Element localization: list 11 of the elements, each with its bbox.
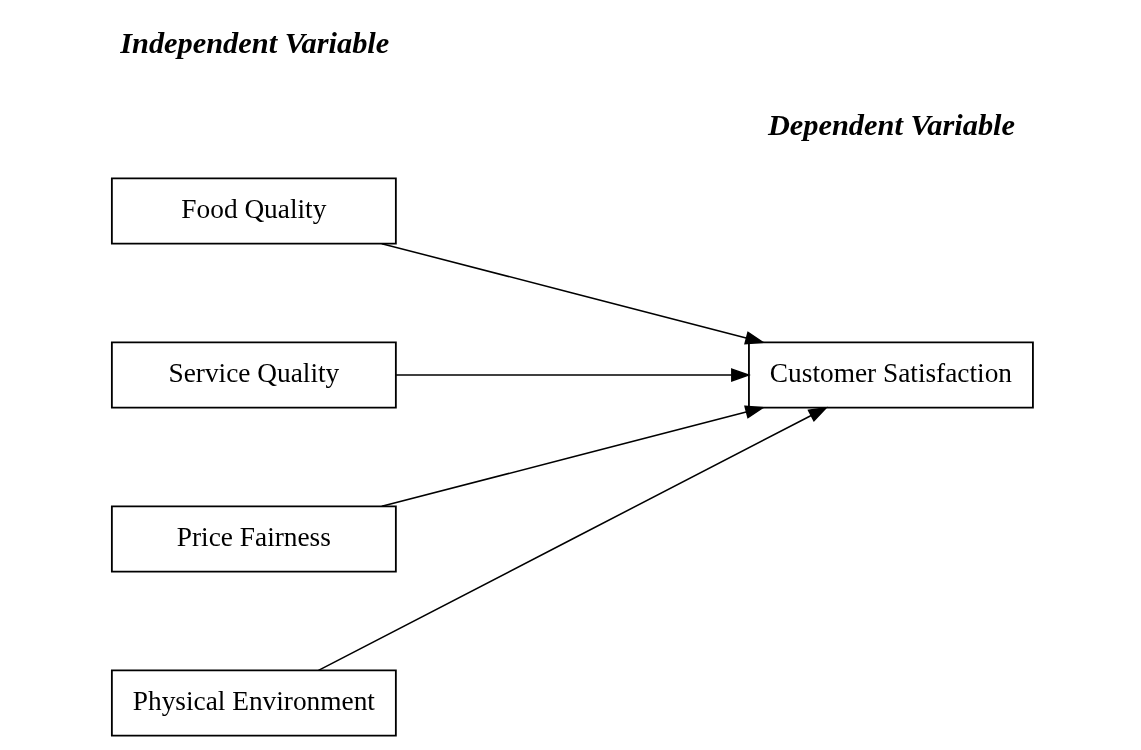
arrow [381, 242, 765, 345]
arrow [317, 406, 829, 672]
node-box: Customer Satisfaction [748, 341, 1034, 409]
node-box: Physical Environment [110, 669, 397, 737]
arrow [381, 405, 765, 508]
node-box: Service Quality [110, 341, 397, 409]
arrow [395, 368, 751, 382]
label: Dependent Variable [767, 108, 1016, 143]
node-box: Price Fairness [110, 505, 397, 573]
label: Independent Variable [120, 26, 390, 61]
node-box: Food Quality [110, 177, 397, 245]
